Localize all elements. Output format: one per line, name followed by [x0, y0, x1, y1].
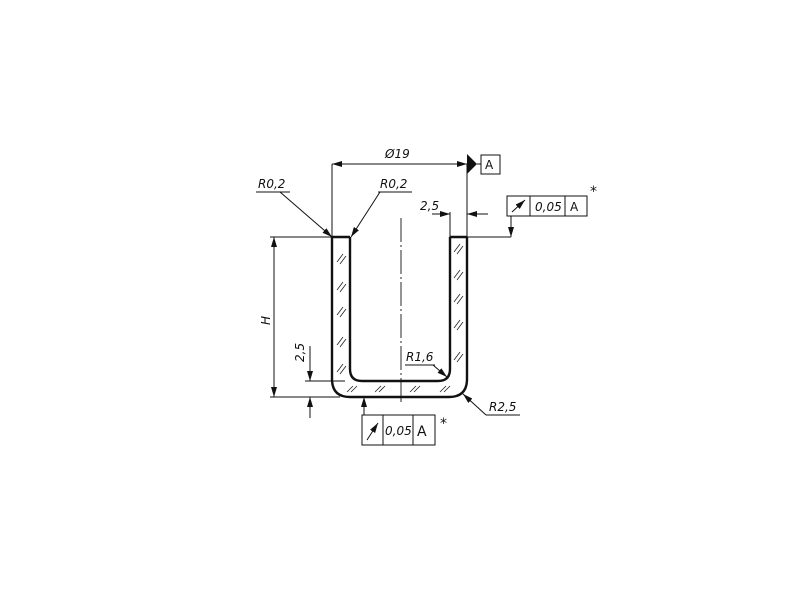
height-label: H — [259, 316, 273, 325]
radius-label: R0,2 — [258, 177, 285, 191]
radius-label: R0,2 — [380, 177, 407, 191]
glass-hatching — [336, 243, 464, 393]
diameter-label: Ø19 — [384, 147, 410, 161]
runout-arrow-icon — [366, 422, 379, 441]
tolerance-frame-bottom: 0,05 A * — [361, 397, 447, 446]
height-dimension: H — [259, 236, 340, 398]
radius-label: R2,5 — [489, 400, 516, 414]
runout-arrow-icon — [511, 199, 526, 213]
tolerance-datum: A — [417, 424, 427, 440]
bottom-thickness-dimension: 2,5 — [293, 343, 345, 418]
wall-thickness-dimension: 2,5 — [420, 199, 488, 237]
diameter-dimension: Ø19 — [331, 147, 468, 237]
tolerance-note: * — [440, 416, 447, 432]
tolerance-datum: A — [570, 200, 579, 214]
wall-thickness-label: 2,5 — [420, 199, 439, 213]
radius-label: R1,6 — [406, 350, 434, 364]
radius-leader-inner-top: R0,2 — [350, 177, 412, 238]
tolerance-value: 0,05 — [385, 424, 412, 438]
part-profile — [330, 235, 469, 399]
radius-leader-outer-top: R0,2 — [256, 177, 333, 238]
datum-a: A — [467, 154, 501, 175]
tolerance-frame-top: 0,05 A * — [467, 184, 597, 238]
bottom-thickness-label: 2,5 — [293, 343, 307, 362]
tolerance-value: 0,05 — [535, 200, 562, 214]
tolerance-note: * — [590, 184, 597, 200]
radius-leader-outer-bottom: R2,5 — [462, 393, 520, 416]
radius-leader-inner-bottom: R1,6 — [405, 350, 448, 378]
datum-label: A — [485, 158, 494, 172]
